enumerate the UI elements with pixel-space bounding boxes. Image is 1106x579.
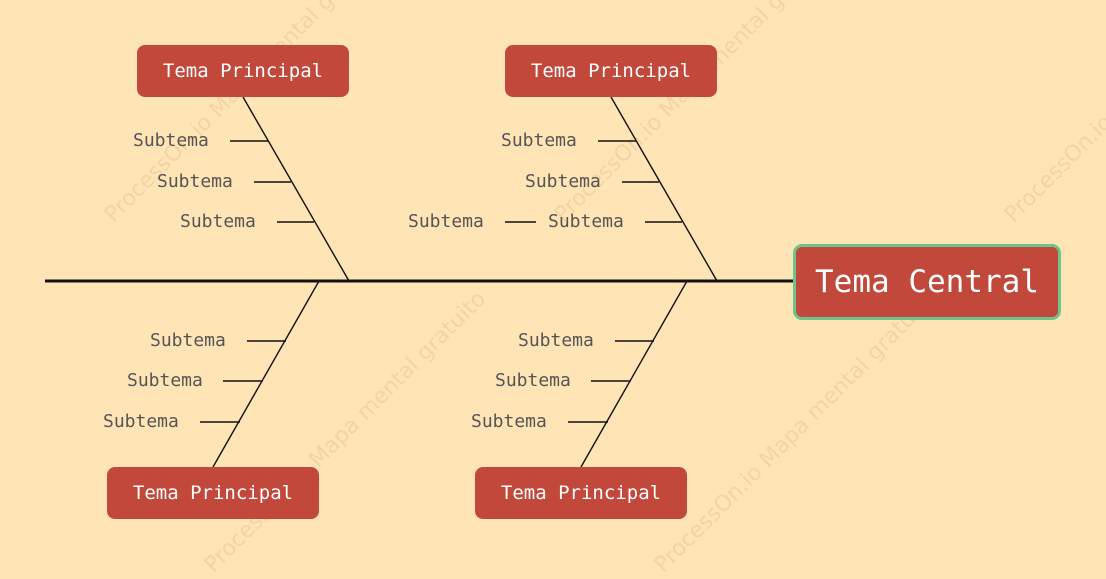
bone-line <box>212 280 320 468</box>
subtopic-label[interactable]: Subtema <box>133 130 209 151</box>
subtopic-label[interactable]: Subtema <box>471 411 547 432</box>
main-topic-box[interactable]: Tema Principal <box>107 467 319 519</box>
central-topic[interactable]: Tema Central <box>793 244 1061 320</box>
bone-line <box>610 96 718 282</box>
nested-subtopic-label[interactable]: Subtema <box>408 211 484 232</box>
subtopic-label[interactable]: Subtema <box>525 171 601 192</box>
subtopic-label[interactable]: Subtema <box>518 330 594 351</box>
subtopic-label[interactable]: Subtema <box>501 130 577 151</box>
bone-line <box>580 280 688 468</box>
subtopic-label[interactable]: Subtema <box>157 171 233 192</box>
subtopic-label[interactable]: Subtema <box>548 211 624 232</box>
subtopic-label[interactable]: Subtema <box>127 370 203 391</box>
bone-line <box>242 96 350 282</box>
main-topic-box[interactable]: Tema Principal <box>137 45 349 97</box>
subtopic-label[interactable]: Subtema <box>103 411 179 432</box>
subtopic-label[interactable]: Subtema <box>495 370 571 391</box>
main-topic-box[interactable]: Tema Principal <box>505 45 717 97</box>
main-topic-box[interactable]: Tema Principal <box>475 467 687 519</box>
subtopic-label[interactable]: Subtema <box>180 211 256 232</box>
subtopic-label[interactable]: Subtema <box>150 330 226 351</box>
